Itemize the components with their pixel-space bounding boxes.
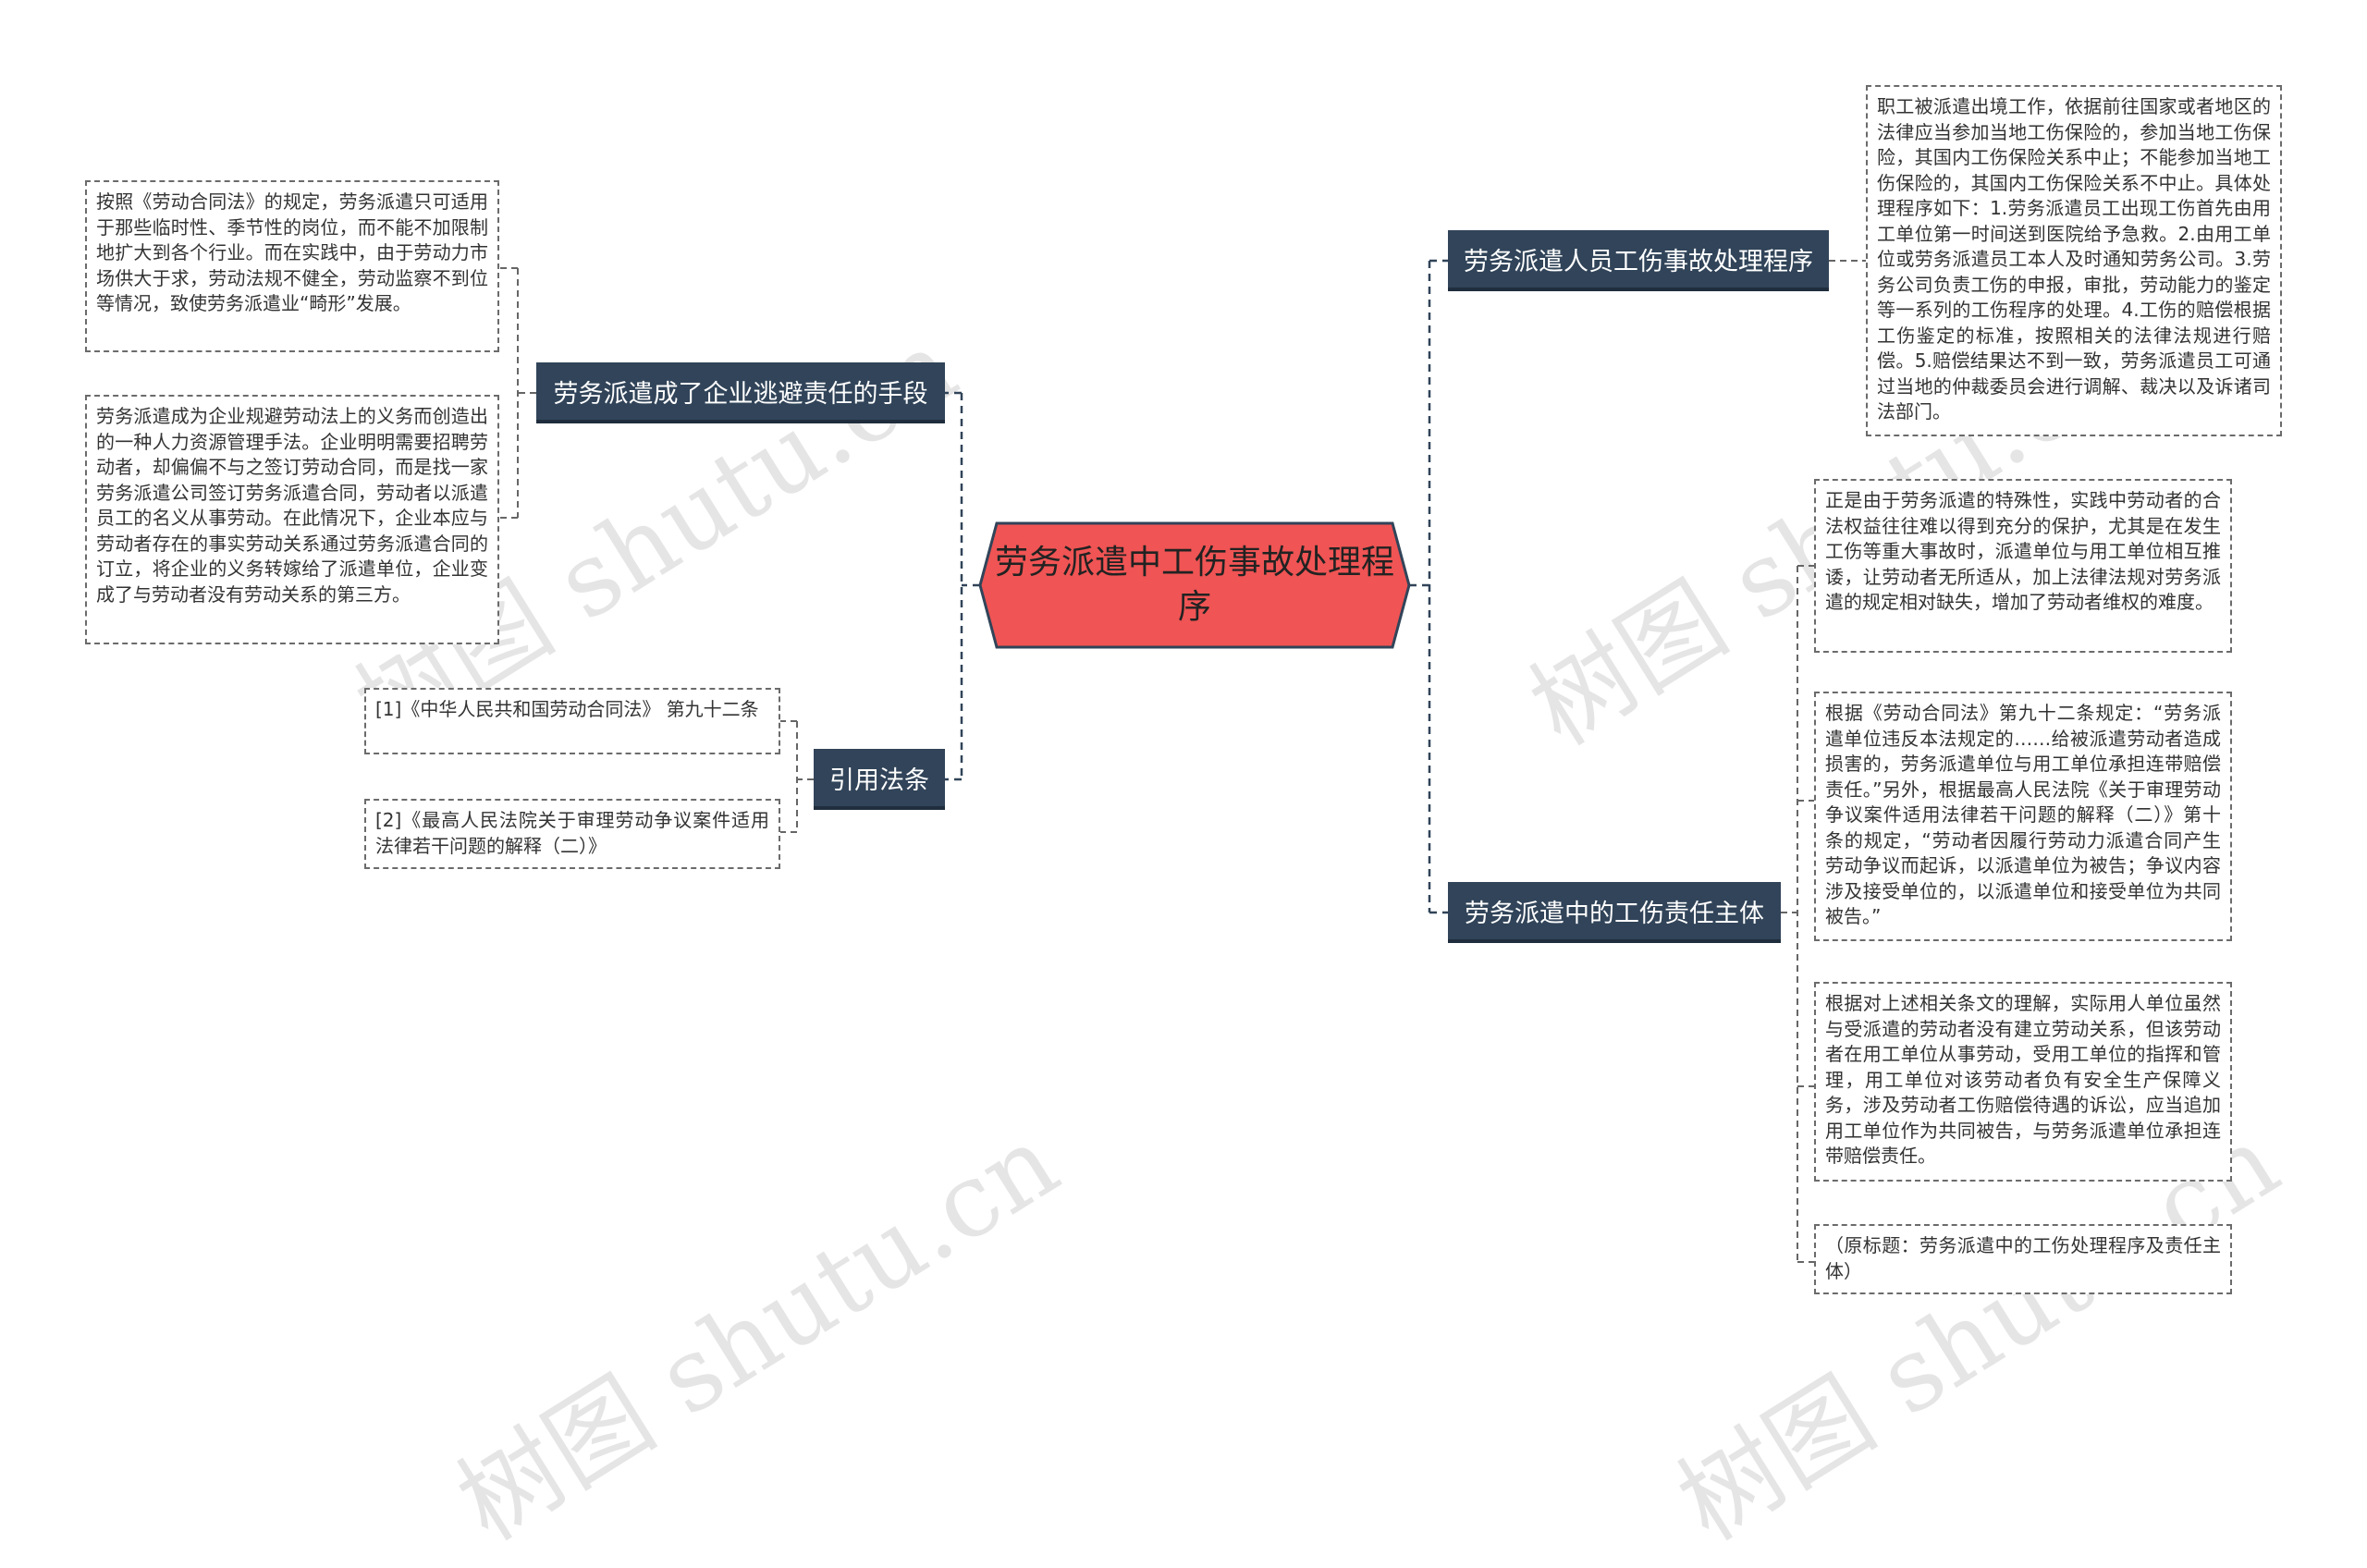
leaf-escape-1: 按照《劳动合同法》的规定，劳务派遣只可适用于那些临时性、季节性的岗位，而不能不加… [85, 180, 499, 352]
center-node-shape [978, 521, 1411, 649]
leaf-subject-3: 根据对上述相关条文的理解，实际用人单位虽然与受派遣的劳动者没有建立劳动关系，但该… [1814, 982, 2232, 1182]
leaf-escape-2: 劳务派遣成为企业规避劳动法上的义务而创造出的一种人力资源管理手法。企业明明需要招… [85, 395, 499, 644]
branch-escape-responsibility[interactable]: 劳务派遣成了企业逃避责任的手段 [536, 362, 945, 423]
leaf-subject-1: 正是由于劳务派遣的特殊性，实践中劳动者的合法权益往往难以得到充分的保护，尤其是在… [1814, 479, 2232, 653]
mindmap-connectors [499, 259, 1866, 1263]
leaf-citation-2: [2]《最高人民法院关于审理劳动争议案件适用法律若干问题的解释（二）》 [364, 799, 780, 869]
leaf-subject-2: 根据《劳动合同法》第九十二条规定：“劳务派遣单位违反本法规定的……给被派遣劳动者… [1814, 692, 2232, 941]
leaf-citation-1: [1]《中华人民共和国劳动合同法》 第九十二条 [364, 688, 780, 754]
leaf-subject-4: （原标题：劳务派遣中的工伤处理程序及责任主体） [1814, 1224, 2232, 1294]
central-topic[interactable]: 劳务派遣中工伤事故处理程序 [994, 544, 1394, 626]
branch-liability-subject[interactable]: 劳务派遣中的工伤责任主体 [1448, 882, 1781, 943]
leaf-procedure-1: 职工被派遣出境工作，依据前往国家或者地区的法律应当参加当地工伤保险的，参加当地工… [1866, 85, 2282, 436]
branch-citations[interactable]: 引用法条 [814, 749, 945, 810]
branch-procedure[interactable]: 劳务派遣人员工伤事故处理程序 [1448, 230, 1829, 291]
